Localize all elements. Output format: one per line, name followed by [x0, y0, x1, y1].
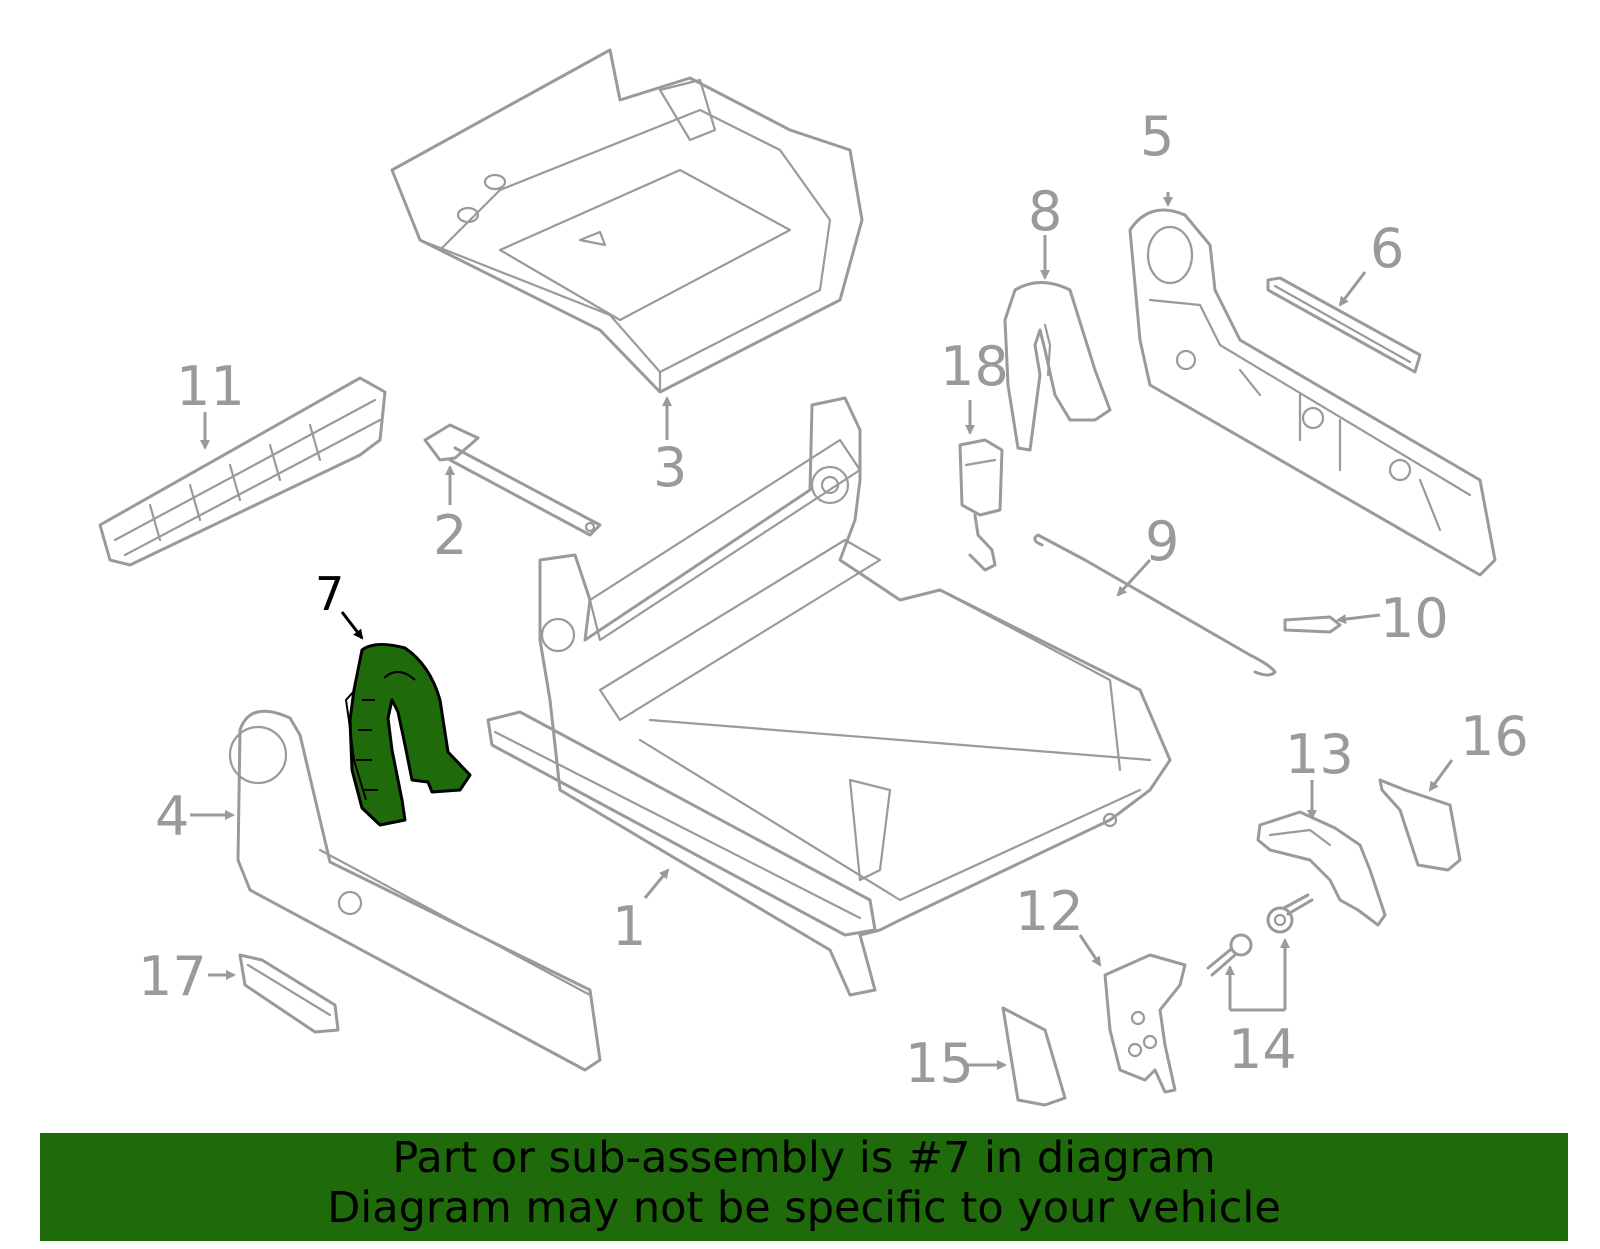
leader-7 — [340, 611, 364, 640]
leader-12 — [1078, 934, 1102, 967]
part-7-highlighted-bracket[interactable] — [344, 643, 472, 827]
callout-3: 3 — [653, 436, 687, 499]
part-12-bracket[interactable] — [1103, 953, 1187, 1094]
callout-10: 10 — [1380, 587, 1449, 650]
callout-12: 12 — [1015, 880, 1084, 943]
part-15-plate[interactable] — [1001, 1006, 1067, 1107]
callout-9: 9 — [1145, 510, 1179, 573]
leader-9 — [1116, 558, 1152, 597]
info-banner: Part or sub-assembly is #7 in diagram Di… — [40, 1133, 1568, 1241]
callout-18: 18 — [940, 335, 1009, 398]
part-13-bracket[interactable] — [1256, 810, 1387, 927]
part-11-track-rail[interactable] — [98, 376, 387, 567]
part-17-cover[interactable] — [238, 953, 340, 1034]
callout-5: 5 — [1140, 105, 1174, 168]
leader-6 — [1338, 271, 1367, 307]
callout-2: 2 — [433, 504, 467, 567]
callout-8: 8 — [1028, 180, 1062, 243]
part-6-strip[interactable] — [1266, 276, 1422, 374]
leader-16 — [1428, 759, 1454, 792]
part-1-seat-frame[interactable] — [486, 396, 1172, 997]
part-4-side-shield[interactable] — [228, 709, 602, 1072]
part-5-side-trim[interactable] — [1128, 208, 1497, 577]
part-9-rod[interactable] — [1033, 533, 1277, 677]
callout-17: 17 — [138, 945, 207, 1008]
part-16-panel[interactable] — [1378, 778, 1462, 872]
callout-15: 15 — [905, 1032, 974, 1095]
leader-10 — [1336, 613, 1381, 625]
callout-4: 4 — [155, 785, 189, 848]
part-2-strap[interactable] — [423, 423, 602, 537]
callout-1: 1 — [612, 895, 646, 958]
callout-14: 14 — [1228, 1018, 1297, 1081]
callout-13: 13 — [1285, 723, 1354, 786]
part-10-clip[interactable] — [1283, 615, 1342, 634]
part-3-seat-pan[interactable] — [390, 48, 864, 394]
part-8-panel[interactable] — [1003, 281, 1112, 452]
part-18-buckle[interactable] — [958, 438, 1004, 572]
banner-line-2: Diagram may not be specific to your vehi… — [327, 1183, 1281, 1233]
part-14-screws[interactable] — [1206, 893, 1314, 1012]
callout-6: 6 — [1370, 217, 1404, 280]
callout-11: 11 — [176, 355, 245, 418]
leader-1 — [643, 868, 670, 899]
callout-7: 7 — [315, 567, 344, 621]
callout-16: 16 — [1460, 705, 1529, 768]
banner-line-1: Part or sub-assembly is #7 in diagram — [392, 1133, 1216, 1183]
